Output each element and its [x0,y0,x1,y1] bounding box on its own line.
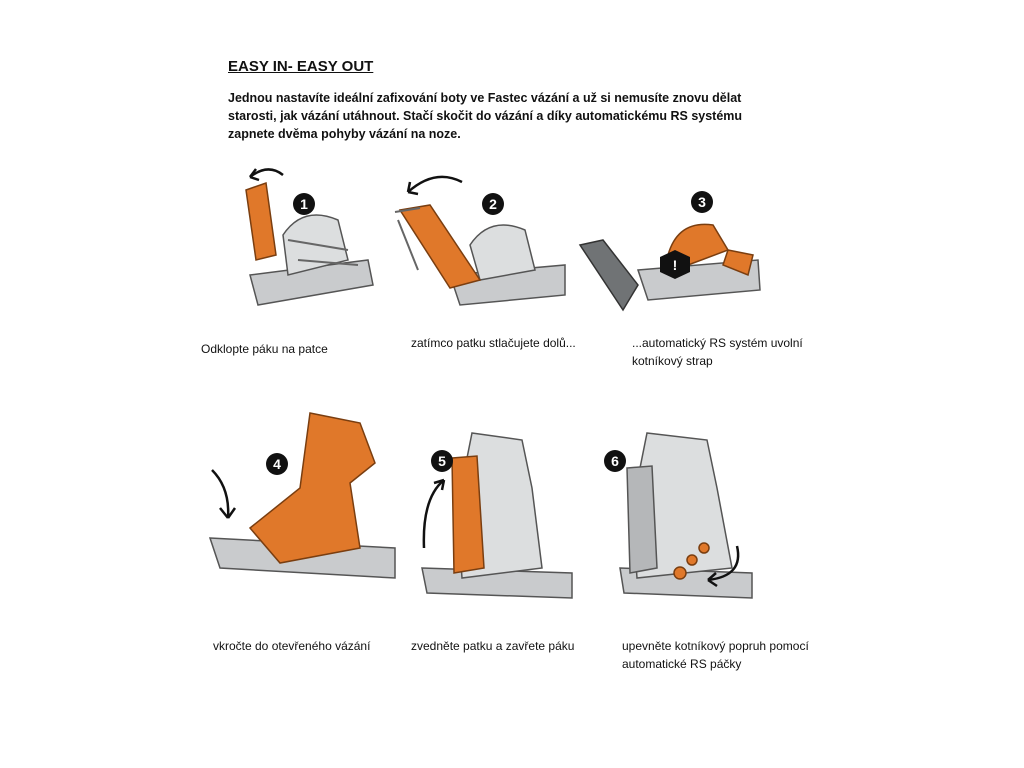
step-1-number-badge: 1 [293,193,315,215]
step-2-number-badge: 2 [482,193,504,215]
step-6-caption: upevněte kotníkový popruh pomocí automat… [622,639,809,671]
step-6-illustration [612,428,762,608]
step-4-caption: vkročte do otevřeného vázání [213,639,371,653]
page-title: EASY IN- EASY OUT [228,58,374,75]
step-5-number-badge: 5 [431,450,453,472]
intro-paragraph: Jednou nastavíte ideální zafixování boty… [228,91,743,141]
step-5-illustration [412,428,582,608]
step-4-illustration [200,408,405,608]
step-4-number-badge: 4 [266,453,288,475]
step-2-caption: zatímco patku stlačujete dolů... [411,336,576,350]
step-6-number-badge: 6 [604,450,626,472]
step-5-caption: zvedněte patku a zavřete páku [411,639,575,653]
step-3-illustration: ! [578,205,768,325]
step-2-illustration [390,170,570,320]
step-1-illustration [228,165,378,325]
step-3-caption: ...automatický RS systém uvolní kotníkov… [632,336,803,368]
step-3-number-badge: 3 [691,191,713,213]
svg-text:!: ! [673,257,678,273]
step-1-caption: Odklopte páku na patce [201,342,328,356]
